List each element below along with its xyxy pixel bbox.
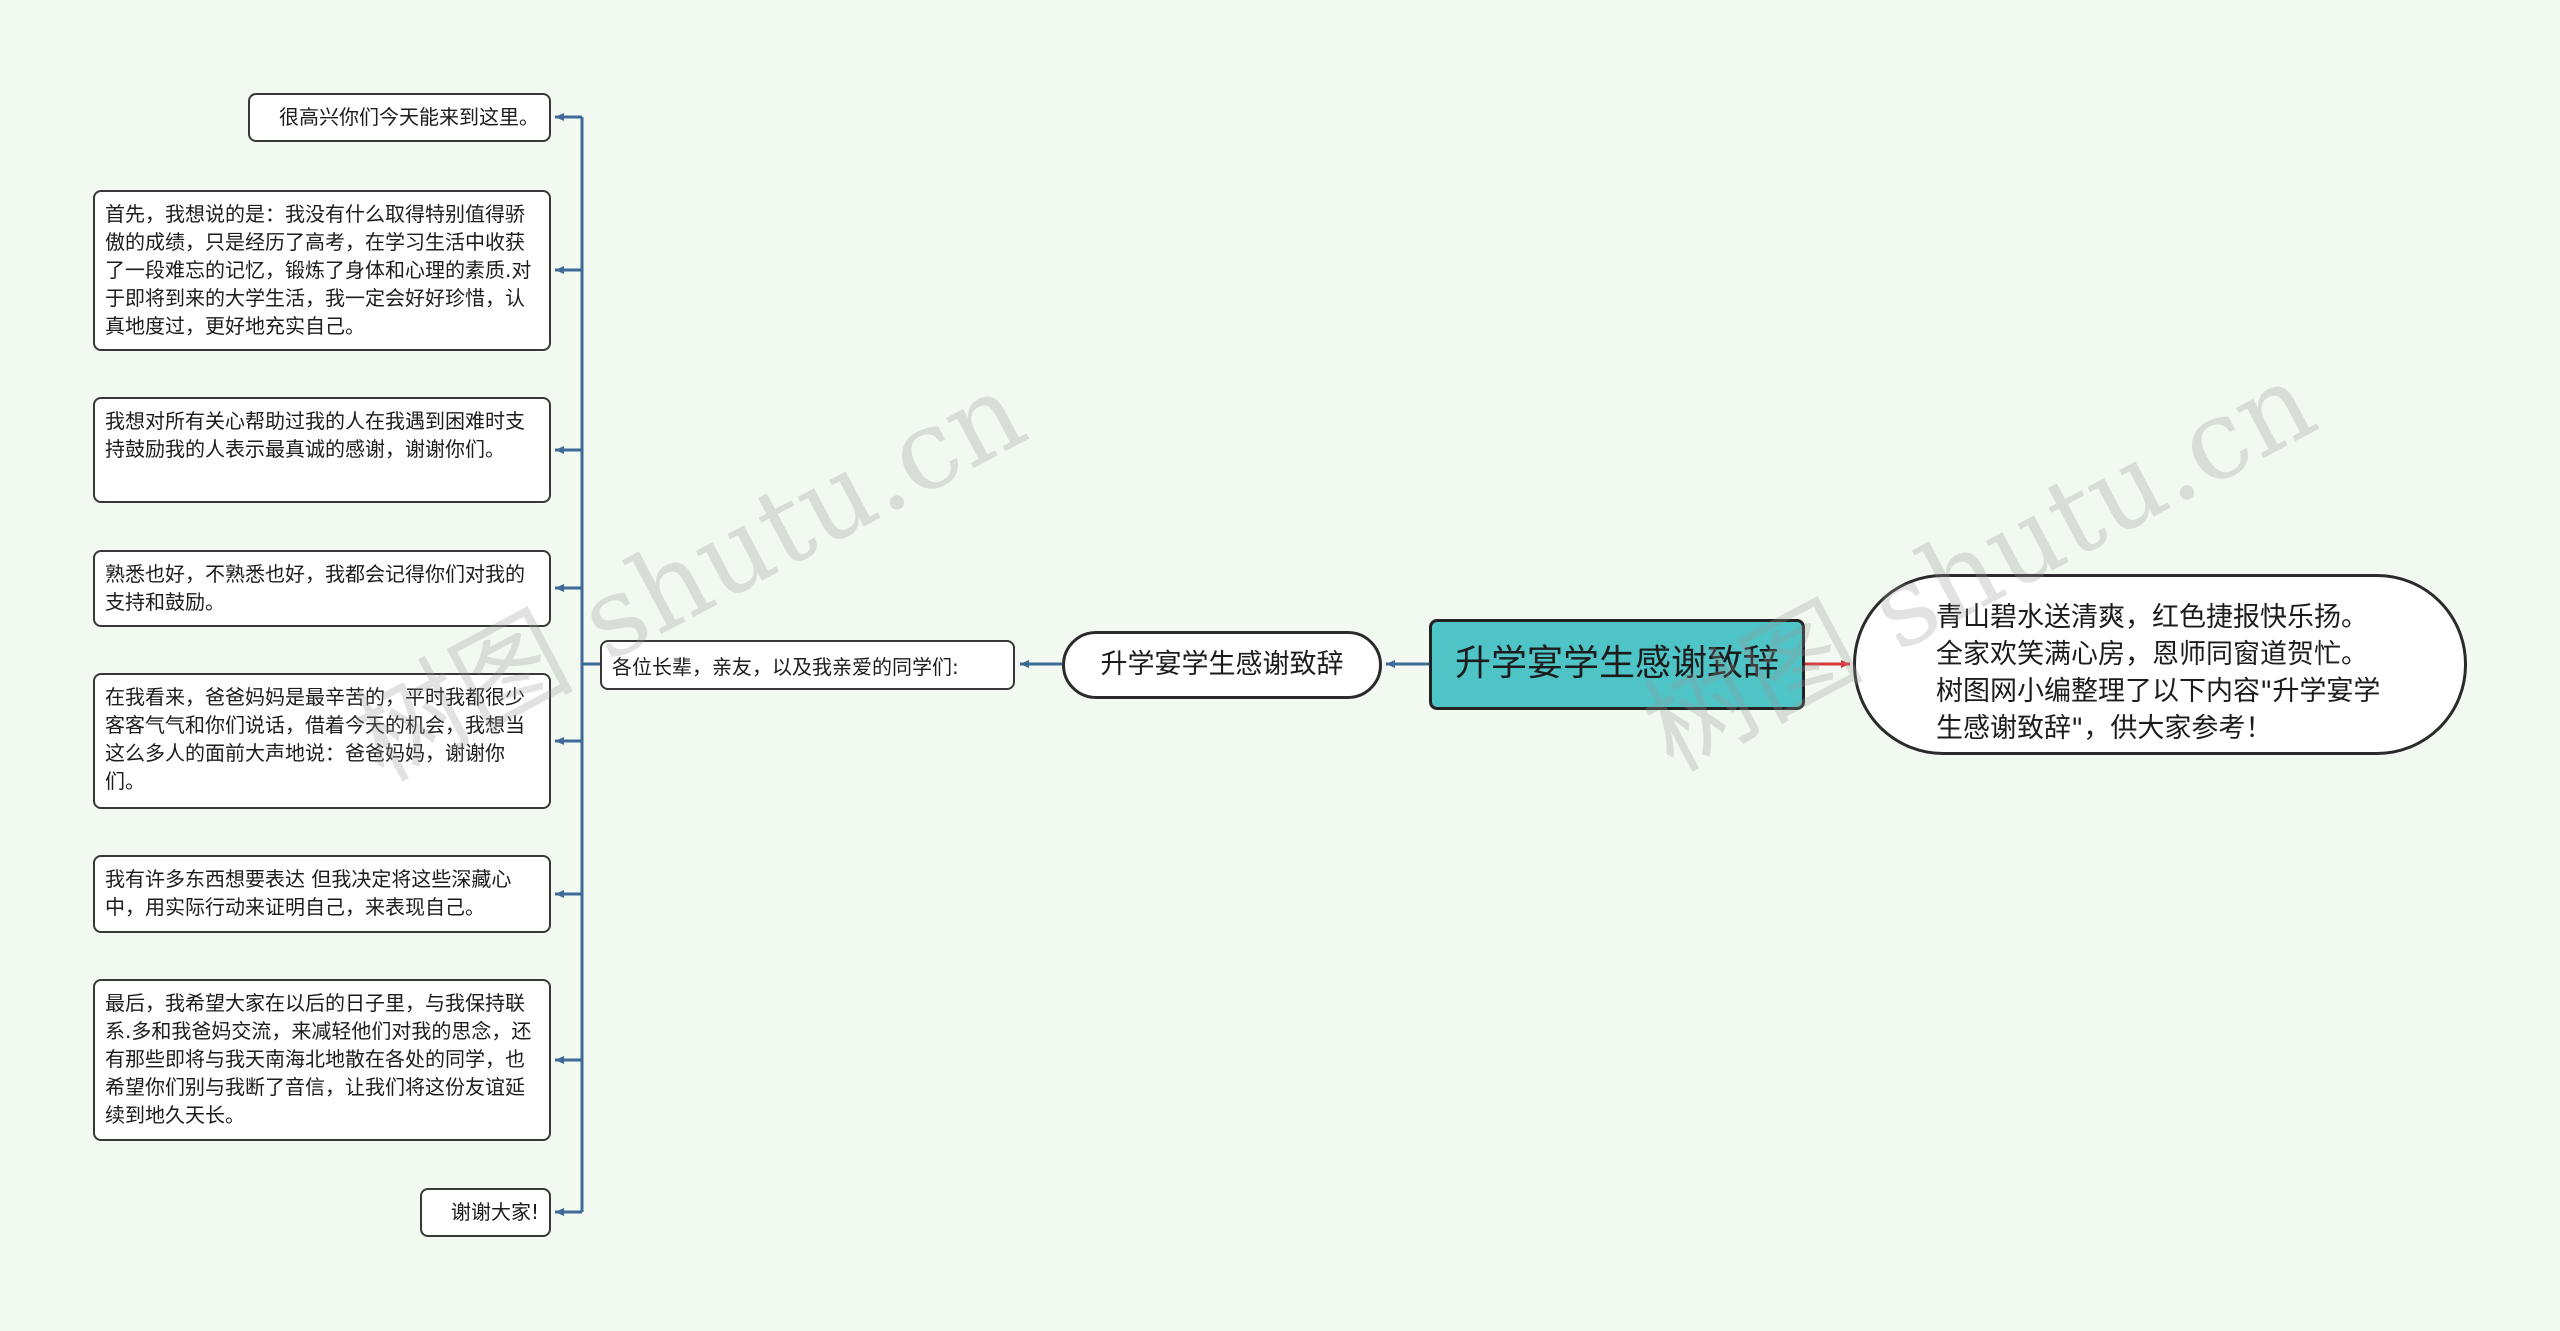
root-node[interactable]: 升学宴学生感谢致辞 <box>1429 619 1805 710</box>
leaf-node-2[interactable]: 首先，我想说的是：我没有什么取得特别值得骄傲的成绩，只是经历了高考，在学习生活中… <box>93 190 551 351</box>
leaf-node-4[interactable]: 熟悉也好，不熟悉也好，我都会记得你们对我的支持和鼓励。 <box>93 550 551 627</box>
summary-node[interactable]: 青山碧水送清爽，红色捷报快乐扬。全家欢笑满心房，恩师同窗道贺忙。树图网小编整理了… <box>1853 574 2467 755</box>
leaf-node-6[interactable]: 我有许多东西想要表达 但我决定将这些深藏心中，用实际行动来证明自己，来表现自己。 <box>93 855 551 933</box>
subtopic-node[interactable]: 升学宴学生感谢致辞 <box>1062 631 1382 699</box>
leaf-node-1[interactable]: 很高兴你们今天能来到这里。 <box>248 93 551 142</box>
greeting-node[interactable]: 各位长辈，亲友，以及我亲爱的同学们: <box>600 640 1015 690</box>
leaf-node-7[interactable]: 最后，我希望大家在以后的日子里，与我保持联系.多和我爸妈交流，来减轻他们对我的思… <box>93 979 551 1141</box>
leaf-node-5[interactable]: 在我看来，爸爸妈妈是最辛苦的，平时我都很少客客气气和你们说话，借着今天的机会，我… <box>93 673 551 809</box>
leaf-node-3[interactable]: 我想对所有关心帮助过我的人在我遇到困难时支持鼓励我的人表示最真诚的感谢，谢谢你们… <box>93 397 551 503</box>
leaf-node-8[interactable]: 谢谢大家! <box>420 1188 551 1237</box>
